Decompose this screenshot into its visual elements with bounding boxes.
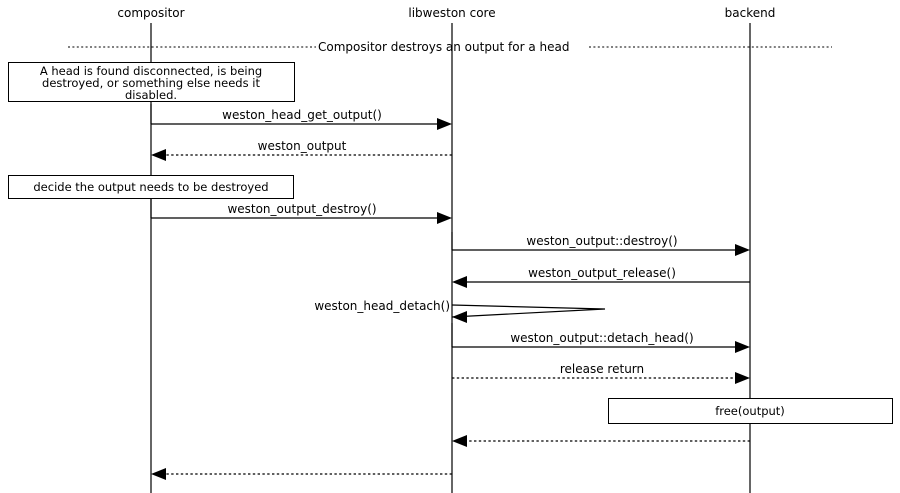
message-label-weston-output-detach-head: weston_output::detach_head() (510, 331, 693, 345)
message-label-weston-output-destroy-vfunc: weston_output::destroy() (526, 234, 677, 248)
note-head-disconnected-box (8, 62, 295, 102)
note-head-disconnected-line-2: destroyed, or something else needs it (42, 76, 260, 90)
arrowhead-weston-output-return (151, 149, 166, 161)
message-label-weston-output-release: weston_output_release() (528, 266, 676, 280)
arrowhead-weston-output-destroy (437, 212, 452, 224)
message-label-weston-head-detach: weston_head_detach() (314, 299, 450, 313)
note-free-output-box (608, 398, 893, 424)
lifeline-label-backend: backend (725, 6, 776, 20)
note-free-output-line-1: free(output) (715, 404, 785, 418)
lifeline-label-compositor: compositor (117, 6, 184, 20)
arrowhead-weston-head-get-output (437, 118, 452, 130)
lifeline-label-libweston-core: libweston core (408, 6, 495, 20)
arrowhead-weston-head-detach (452, 311, 467, 323)
arrowhead-core-return (151, 468, 166, 480)
message-label-weston-head-get-output: weston_head_get_output() (222, 108, 382, 122)
arrowhead-weston-output-detach-head (735, 341, 750, 353)
message-label-weston-output-return: weston_output (258, 139, 347, 153)
message-line-weston-head-detach (451, 304, 606, 318)
message-label-weston-output-destroy: weston_output_destroy() (227, 202, 376, 216)
message-label-release-return: release return (560, 362, 644, 376)
arrowhead-weston-output-release (452, 276, 467, 288)
note-decide-destroy-line-1: decide the output needs to be destroyed (33, 180, 268, 194)
arrowhead-backend-return (452, 435, 467, 447)
note-decide-destroy-box (8, 175, 294, 199)
arrowhead-release-return (735, 372, 750, 384)
divider-title: Compositor destroys an output for a head (318, 40, 570, 54)
note-head-disconnected-line-1: A head is found disconnected, is being (40, 64, 262, 78)
arrowhead-weston-output-destroy-vfunc (735, 244, 750, 256)
note-head-disconnected-line-3: disabled. (125, 88, 177, 102)
